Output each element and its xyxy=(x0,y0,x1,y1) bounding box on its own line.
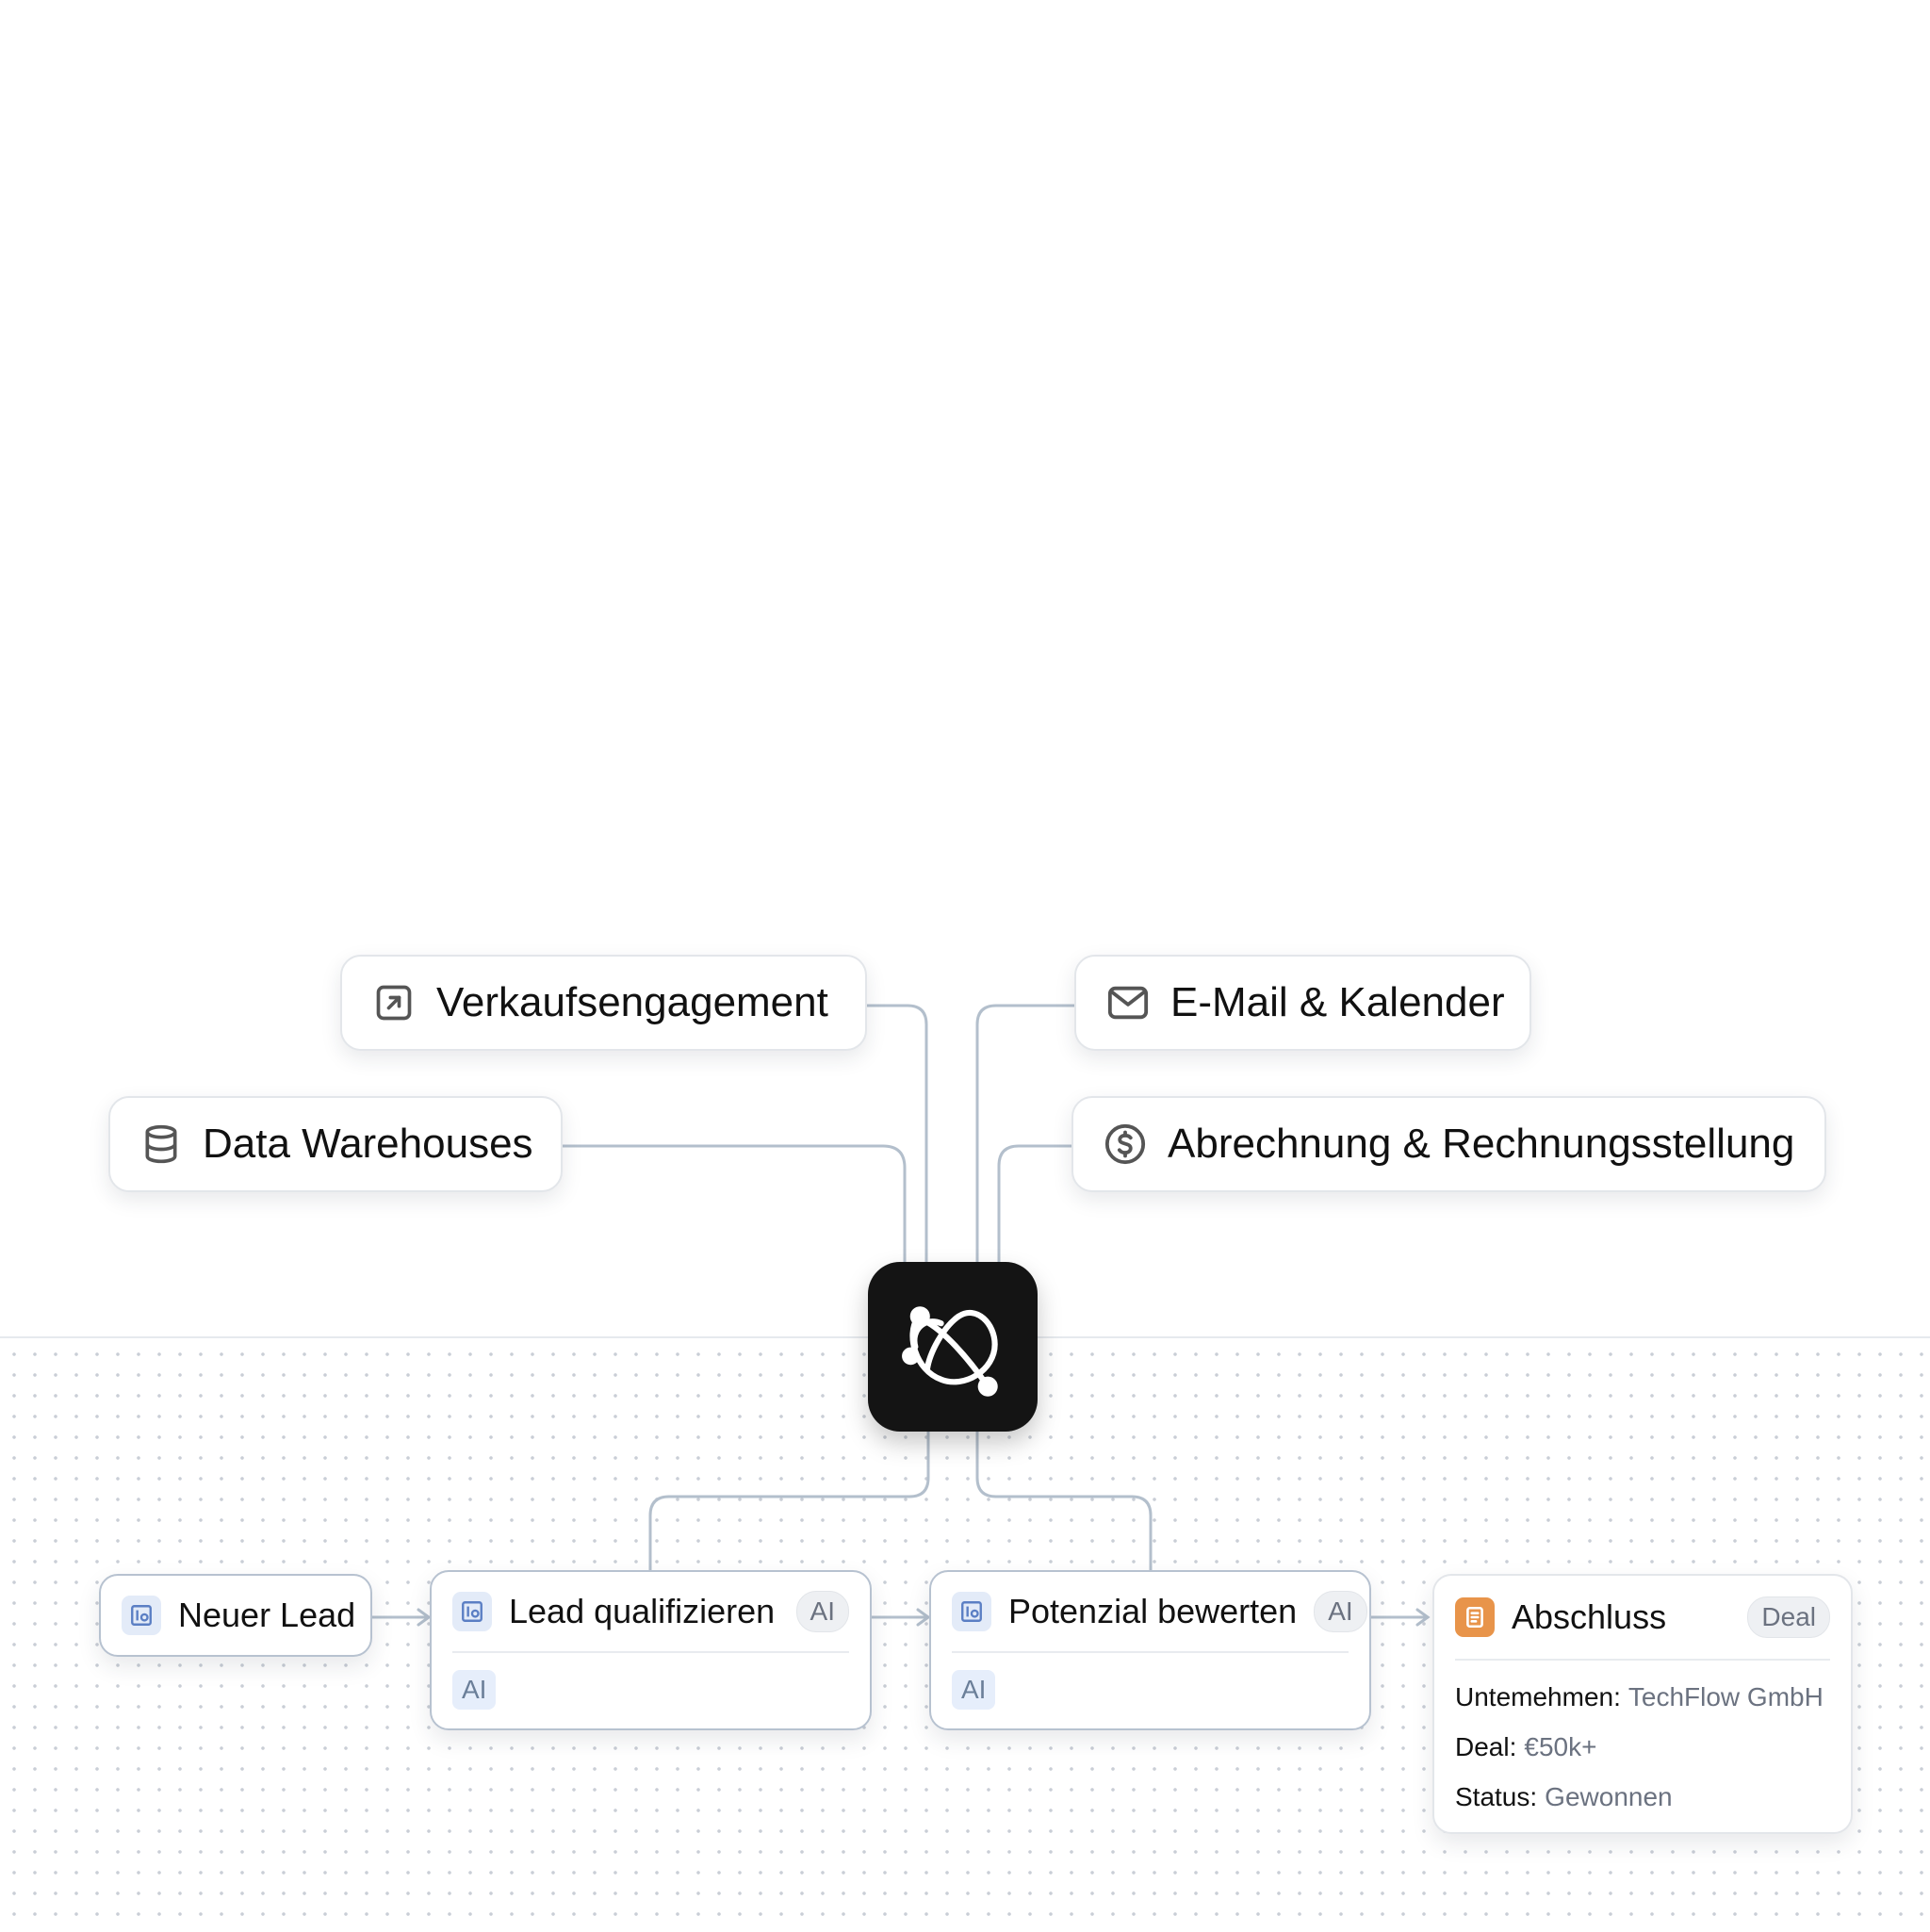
deal-badge: Deal xyxy=(1747,1596,1830,1638)
integration-label: E-Mail & Kalender xyxy=(1170,979,1505,1025)
step-title: Lead qualifizieren xyxy=(509,1592,776,1630)
detail-value: €50k+ xyxy=(1524,1731,1597,1761)
integration-data-warehouses[interactable]: Data Warehouses xyxy=(108,1096,563,1192)
detail-deal: Deal: €50k+ xyxy=(1455,1722,1851,1772)
step-potenzial-bewerten[interactable]: Potenzial bewerten AI AI xyxy=(929,1570,1371,1730)
form-icon xyxy=(952,1592,991,1631)
detail-key: Untemehmen: xyxy=(1455,1681,1621,1711)
detail-status: Status: Gewonnen xyxy=(1455,1772,1851,1822)
detail-key: Status: xyxy=(1455,1781,1538,1811)
step-title: Potenzial bewerten xyxy=(1008,1592,1298,1630)
connector-abrechnung xyxy=(997,1144,1073,1265)
form-icon xyxy=(122,1596,161,1635)
connector-verkaufsengagement xyxy=(865,1004,928,1265)
connector-hub-potential xyxy=(975,1430,1153,1574)
divider xyxy=(1455,1659,1830,1661)
flow-arrow-1-head xyxy=(417,1608,432,1627)
ai-chip[interactable]: AI xyxy=(452,1670,497,1710)
orbit-logo-icon xyxy=(902,1306,998,1397)
ai-chip[interactable]: AI xyxy=(952,1670,996,1710)
dollar-circle-icon xyxy=(1104,1122,1147,1166)
step-title: Neuer Lead xyxy=(178,1596,356,1634)
step-title: Abschluss xyxy=(1512,1597,1667,1636)
connector-email-kalender xyxy=(975,1004,1076,1265)
step-abschluss[interactable]: Abschluss Deal Untemehmen: TechFlow GmbH… xyxy=(1432,1574,1853,1834)
integration-email-kalender[interactable]: E-Mail & Kalender xyxy=(1074,955,1531,1051)
flow-arrow-2-head xyxy=(916,1608,931,1627)
detail-value: TechFlow GmbH xyxy=(1627,1681,1824,1711)
connector-data-warehouses xyxy=(561,1144,907,1265)
hub-logo[interactable] xyxy=(868,1262,1038,1432)
integration-label: Abrechnung & Rechnungsstellung xyxy=(1168,1121,1795,1167)
detail-value: Gewonnen xyxy=(1545,1781,1673,1811)
integration-abrechnung[interactable]: Abrechnung & Rechnungsstellung xyxy=(1071,1096,1826,1192)
flow-arrow-3-head xyxy=(1415,1608,1431,1627)
step-neuer-lead[interactable]: Neuer Lead xyxy=(99,1574,372,1657)
ai-badge: AI xyxy=(795,1591,849,1632)
form-icon xyxy=(452,1592,492,1631)
integration-label: Data Warehouses xyxy=(203,1121,533,1167)
database-icon xyxy=(140,1122,182,1166)
step-lead-qualifizieren[interactable]: Lead qualifizieren AI AI xyxy=(430,1570,872,1730)
divider xyxy=(452,1651,849,1653)
document-icon xyxy=(1455,1597,1495,1637)
integration-label: Verkaufsengagement xyxy=(436,979,828,1025)
detail-company: Untemehmen: TechFlow GmbH xyxy=(1455,1672,1851,1722)
arrow-up-right-square-icon xyxy=(372,981,416,1024)
mail-icon xyxy=(1106,981,1150,1024)
connector-hub-qualify xyxy=(648,1430,930,1574)
integration-verkaufsengagement[interactable]: Verkaufsengagement xyxy=(340,955,867,1051)
divider xyxy=(952,1651,1349,1653)
ai-badge: AI xyxy=(1314,1591,1367,1632)
detail-key: Deal: xyxy=(1455,1731,1517,1761)
